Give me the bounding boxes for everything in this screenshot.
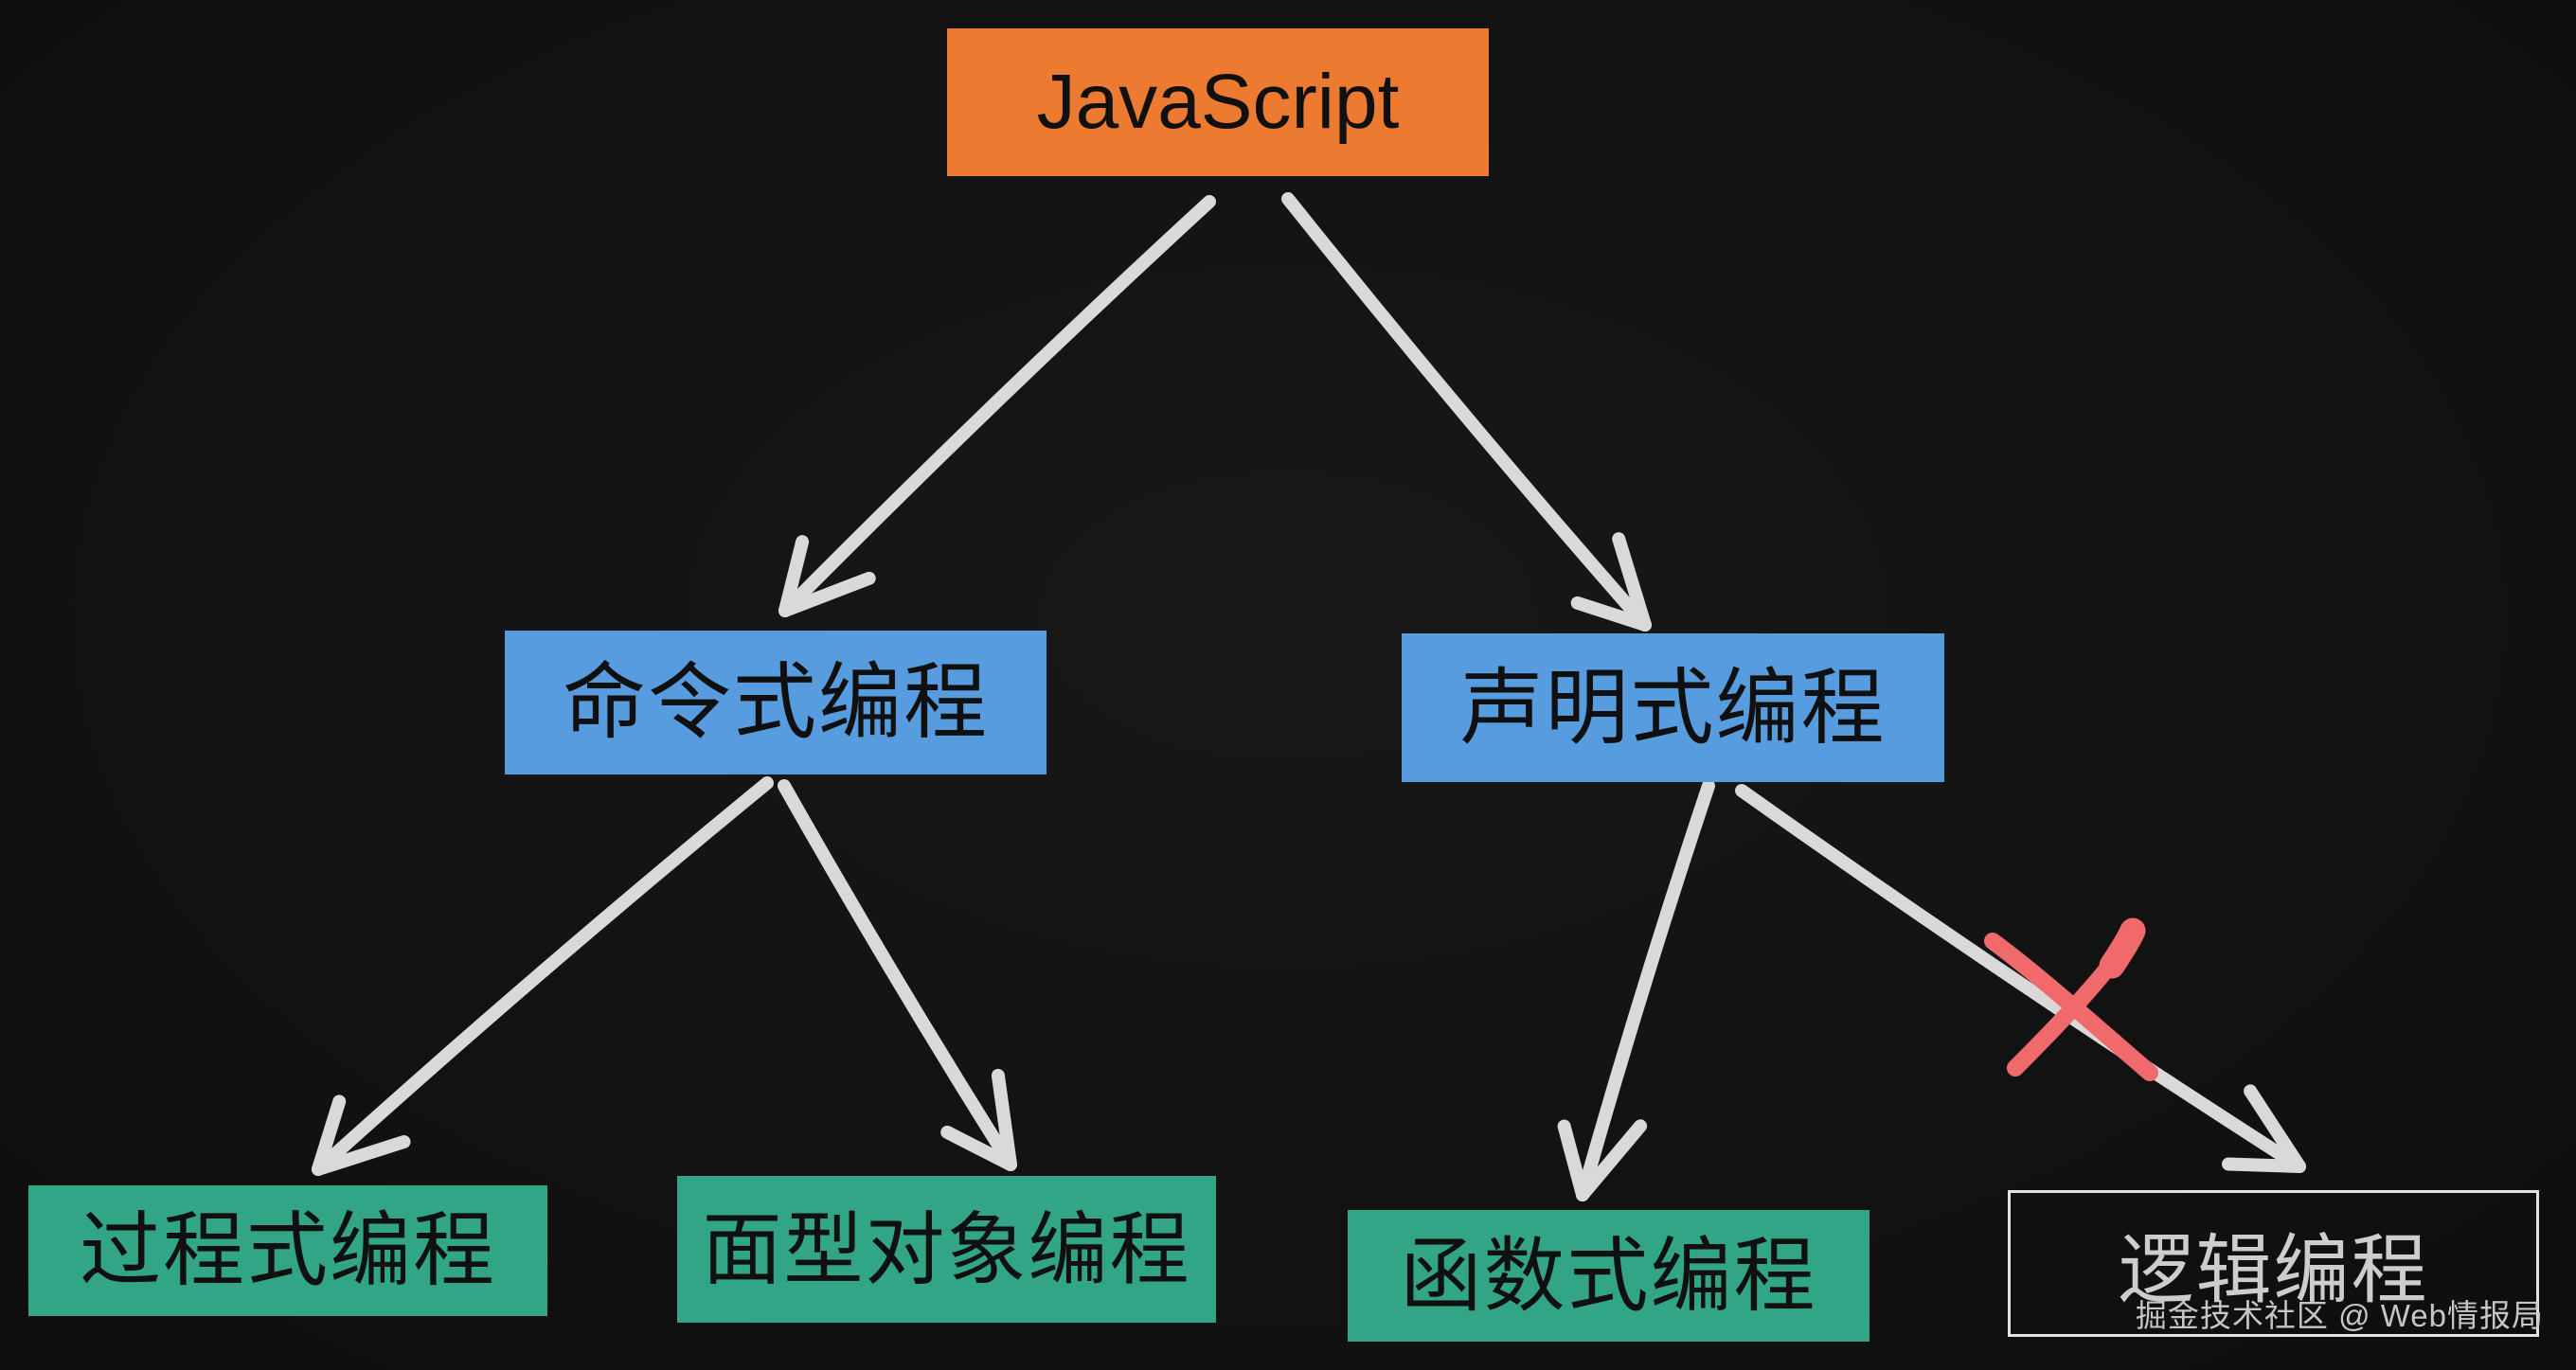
arrow-shaft xyxy=(312,776,774,1176)
arrow-shaft xyxy=(1735,784,2306,1173)
node-declarative: 声明式编程 xyxy=(1402,633,1944,782)
arrow-head-wing xyxy=(940,1125,1017,1171)
arrow-head-wing xyxy=(778,571,876,617)
arrow-head-wing xyxy=(1576,1119,1648,1201)
node-imperative: 命令式编程 xyxy=(505,631,1046,774)
arrow-shaft xyxy=(1281,192,1652,632)
watermark-text: 掘金技术社区 @ Web情报局 xyxy=(2135,1298,2544,1333)
arrow-head-wing xyxy=(2222,1157,2306,1173)
arrow-head-wing xyxy=(778,535,810,617)
arrow-head-wing xyxy=(991,1068,1017,1171)
arrow-head-wing xyxy=(2244,1084,2306,1173)
arrow-shaft xyxy=(778,195,1216,617)
arrow-shaft xyxy=(778,779,1017,1171)
arrow-shaft xyxy=(1576,779,1715,1201)
arrow-head-wing xyxy=(312,1135,411,1176)
arrow-head-wing xyxy=(1557,1119,1589,1201)
node-functional: 函数式编程 xyxy=(1348,1210,1869,1342)
arrow-head-wing xyxy=(312,1094,347,1176)
node-procedural: 过程式编程 xyxy=(28,1185,547,1316)
node-oop: 面型对象编程 xyxy=(677,1176,1216,1323)
node-logic: 逻辑编程 xyxy=(2008,1190,2539,1337)
arrow-head-wing xyxy=(1570,596,1652,632)
cross-out-icon xyxy=(2099,917,2146,979)
node-javascript: JavaScript xyxy=(947,28,1489,176)
arrow-head-wing xyxy=(1612,532,1652,632)
